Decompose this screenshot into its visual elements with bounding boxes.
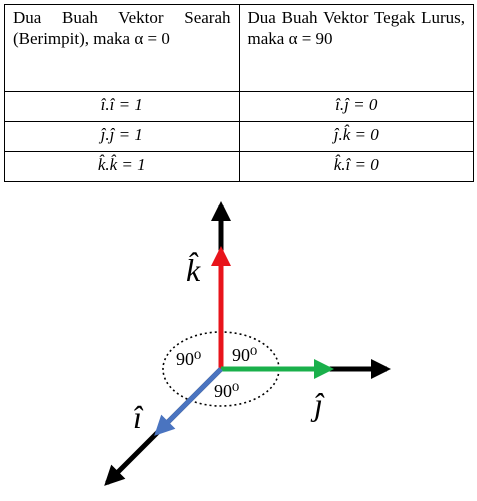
table-row: î.î = 1 î.ĵ = 0 bbox=[4, 91, 474, 122]
i-unit-vector bbox=[154, 367, 223, 436]
header-perpendicular: Dua Buah Vektor Tegak Lurus, maka α = 90 bbox=[238, 4, 474, 92]
j-axis-label: ĵ bbox=[310, 386, 325, 422]
k-axis-label: k̂ bbox=[186, 252, 201, 288]
cell-j-dot-k: ĵ.k̂ = 0 bbox=[238, 121, 474, 152]
header-parallel: Dua Buah Vektor Searah (Berimpit), maka … bbox=[4, 4, 240, 92]
i-axis-label: î bbox=[133, 399, 144, 435]
cell-k-dot-k: k̂.k̂ = 1 bbox=[4, 151, 240, 182]
cell-k-dot-i: k̂.î = 0 bbox=[238, 151, 474, 182]
table-row: ĵ.ĵ = 1 ĵ.k̂ = 0 bbox=[4, 121, 474, 152]
table-header-row: Dua Buah Vektor Searah (Berimpit), maka … bbox=[4, 4, 474, 92]
angle-label-ik: 90⁰ bbox=[176, 349, 201, 369]
table-row: k̂.k̂ = 1 k̂.î = 0 bbox=[4, 151, 474, 182]
angle-label-kj: 90⁰ bbox=[232, 345, 257, 365]
cell-i-dot-j: î.ĵ = 0 bbox=[238, 91, 474, 122]
cell-j-dot-j: ĵ.ĵ = 1 bbox=[4, 121, 240, 152]
unit-vector-dot-product-table: Dua Buah Vektor Searah (Berimpit), maka … bbox=[4, 4, 474, 182]
angle-label-ij: 90⁰ bbox=[214, 381, 239, 401]
